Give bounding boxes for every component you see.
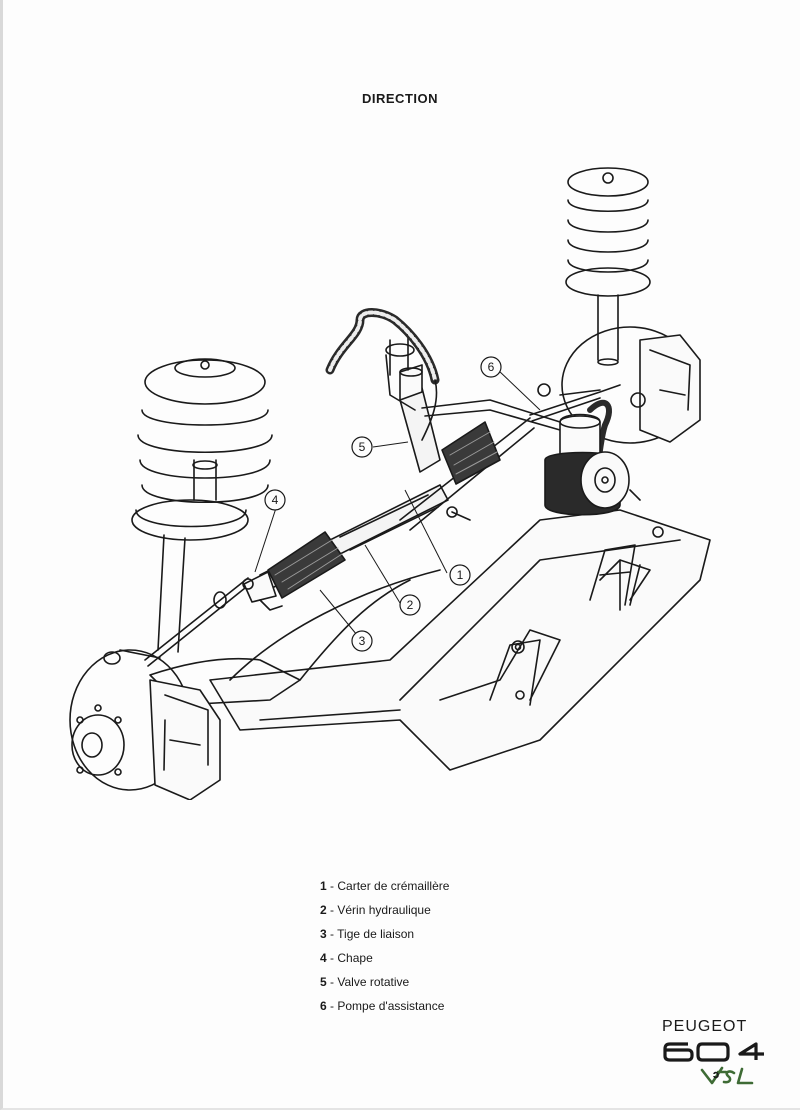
svg-text:5: 5	[359, 440, 366, 454]
right-coil-spring	[565, 167, 651, 366]
svg-text:4: 4	[272, 493, 279, 507]
mount-brackets	[489, 544, 636, 706]
page-title: DIRECTION	[362, 91, 438, 106]
rotary-valve	[385, 337, 441, 473]
legend-number: 6	[320, 999, 327, 1013]
legend-item-3: 3 - Tige de liaison	[320, 926, 620, 950]
lower-arm-left	[149, 579, 411, 706]
callout-4: 4	[264, 489, 286, 511]
legend-separator: -	[330, 951, 335, 965]
legend-label: Pompe d'assistance	[337, 999, 445, 1013]
legend-number: 5	[320, 975, 327, 989]
legend-label: Vérin hydraulique	[337, 903, 431, 917]
legend-separator: -	[330, 879, 335, 893]
legend-number: 3	[320, 927, 327, 941]
legend-label: Tige de liaison	[337, 927, 415, 941]
parts-legend: 1 - Carter de crémaillère 2 - Vérin hydr…	[320, 878, 620, 1022]
brand-model-logo	[663, 1042, 764, 1062]
steering-diagram: 1 2 3 4 5 6	[69, 167, 711, 800]
legend-item-2: 2 - Vérin hydraulique	[320, 902, 620, 926]
legend-label: Valve rotative	[337, 975, 410, 989]
callout-1: 1	[449, 564, 471, 586]
power-steering-pump	[544, 413, 641, 516]
legend-item-4: 4 - Chape	[320, 950, 620, 974]
left-bellows	[242, 531, 346, 611]
subframe	[209, 509, 711, 771]
legend-separator: -	[330, 903, 335, 917]
brand-trim-logo	[700, 1066, 754, 1085]
legend-item-5: 5 - Valve rotative	[320, 974, 620, 998]
right-brake-disc	[559, 326, 701, 444]
svg-text:1: 1	[457, 568, 464, 582]
legend-number: 2	[320, 903, 327, 917]
right-bellows	[441, 421, 501, 485]
legend-label: Chape	[337, 951, 373, 965]
callout-3: 3	[351, 630, 373, 652]
legend-item-1: 1 - Carter de crémaillère	[320, 878, 620, 902]
svg-text:3: 3	[359, 634, 366, 648]
left-brake-disc	[69, 649, 221, 800]
legend-number: 4	[320, 951, 327, 965]
tie-rods	[144, 383, 621, 667]
legend-number: 1	[320, 879, 327, 893]
legend-separator: -	[330, 975, 335, 989]
svg-text:6: 6	[488, 360, 495, 374]
callout-2: 2	[399, 594, 421, 616]
callout-markers: 1 2 3 4 5 6	[264, 356, 502, 652]
legend-label: Carter de crémaillère	[337, 879, 450, 893]
brand-make: PEUGEOT	[662, 1018, 748, 1035]
legend-item-6: 6 - Pompe d'assistance	[320, 998, 620, 1022]
callout-6: 6	[480, 356, 502, 378]
left-coil-spring	[131, 358, 273, 653]
svg-text:2: 2	[407, 598, 414, 612]
legend-separator: -	[330, 999, 335, 1013]
legend-separator: -	[330, 927, 335, 941]
callout-leaders	[254, 369, 541, 636]
callout-5: 5	[351, 436, 373, 458]
